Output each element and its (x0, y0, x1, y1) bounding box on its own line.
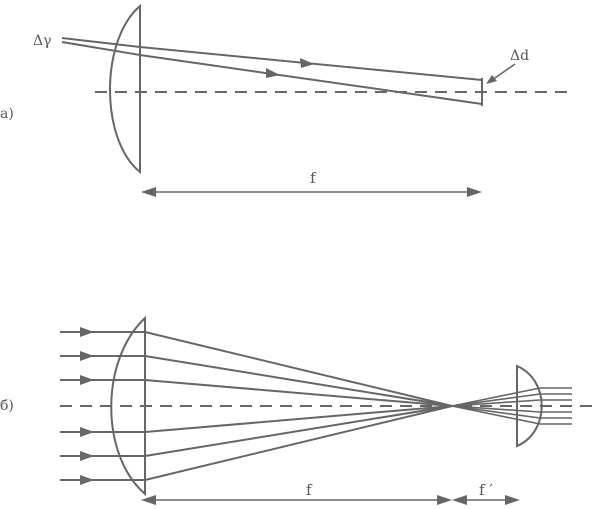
ray-a-1 (61, 37, 141, 48)
diverging-rays (451, 387, 541, 425)
focal-label-b: f (306, 481, 313, 499)
focal-dimension-b-left (141, 495, 156, 505)
output-rays (540, 387, 572, 425)
focal2-dimension-left (452, 495, 467, 505)
incoming-ray-arrows (80, 327, 94, 485)
focal2-label-b: f ′ (479, 481, 493, 499)
angle-label: Δγ (33, 33, 51, 49)
diagram-b-label: б) (0, 398, 14, 414)
diagram-a: а) Δγ Δd f (0, 3, 570, 197)
focal-label-a: f (310, 169, 317, 187)
converging-rays (144, 331, 453, 481)
lens-b (110, 315, 146, 497)
spot-pointer (491, 63, 516, 81)
ray-a-arrow-lower (266, 68, 280, 78)
small-lens-b (516, 364, 543, 448)
incoming-rays (60, 331, 145, 481)
focal-dimension-a-left (141, 187, 156, 197)
spot-pointer-head (486, 75, 497, 84)
spot-label: Δd (510, 48, 529, 64)
ray-a-2 (61, 41, 141, 56)
focal-dimension-b-right (437, 495, 452, 505)
ray-a-lower (139, 54, 483, 105)
focal-dimension-a-right (467, 187, 482, 197)
ray-a-arrow-upper (300, 58, 314, 68)
lens-a (109, 3, 141, 175)
diagram-b: б) (0, 315, 598, 505)
focal2-dimension-right (505, 495, 520, 505)
diagram-a-label: а) (0, 106, 14, 122)
